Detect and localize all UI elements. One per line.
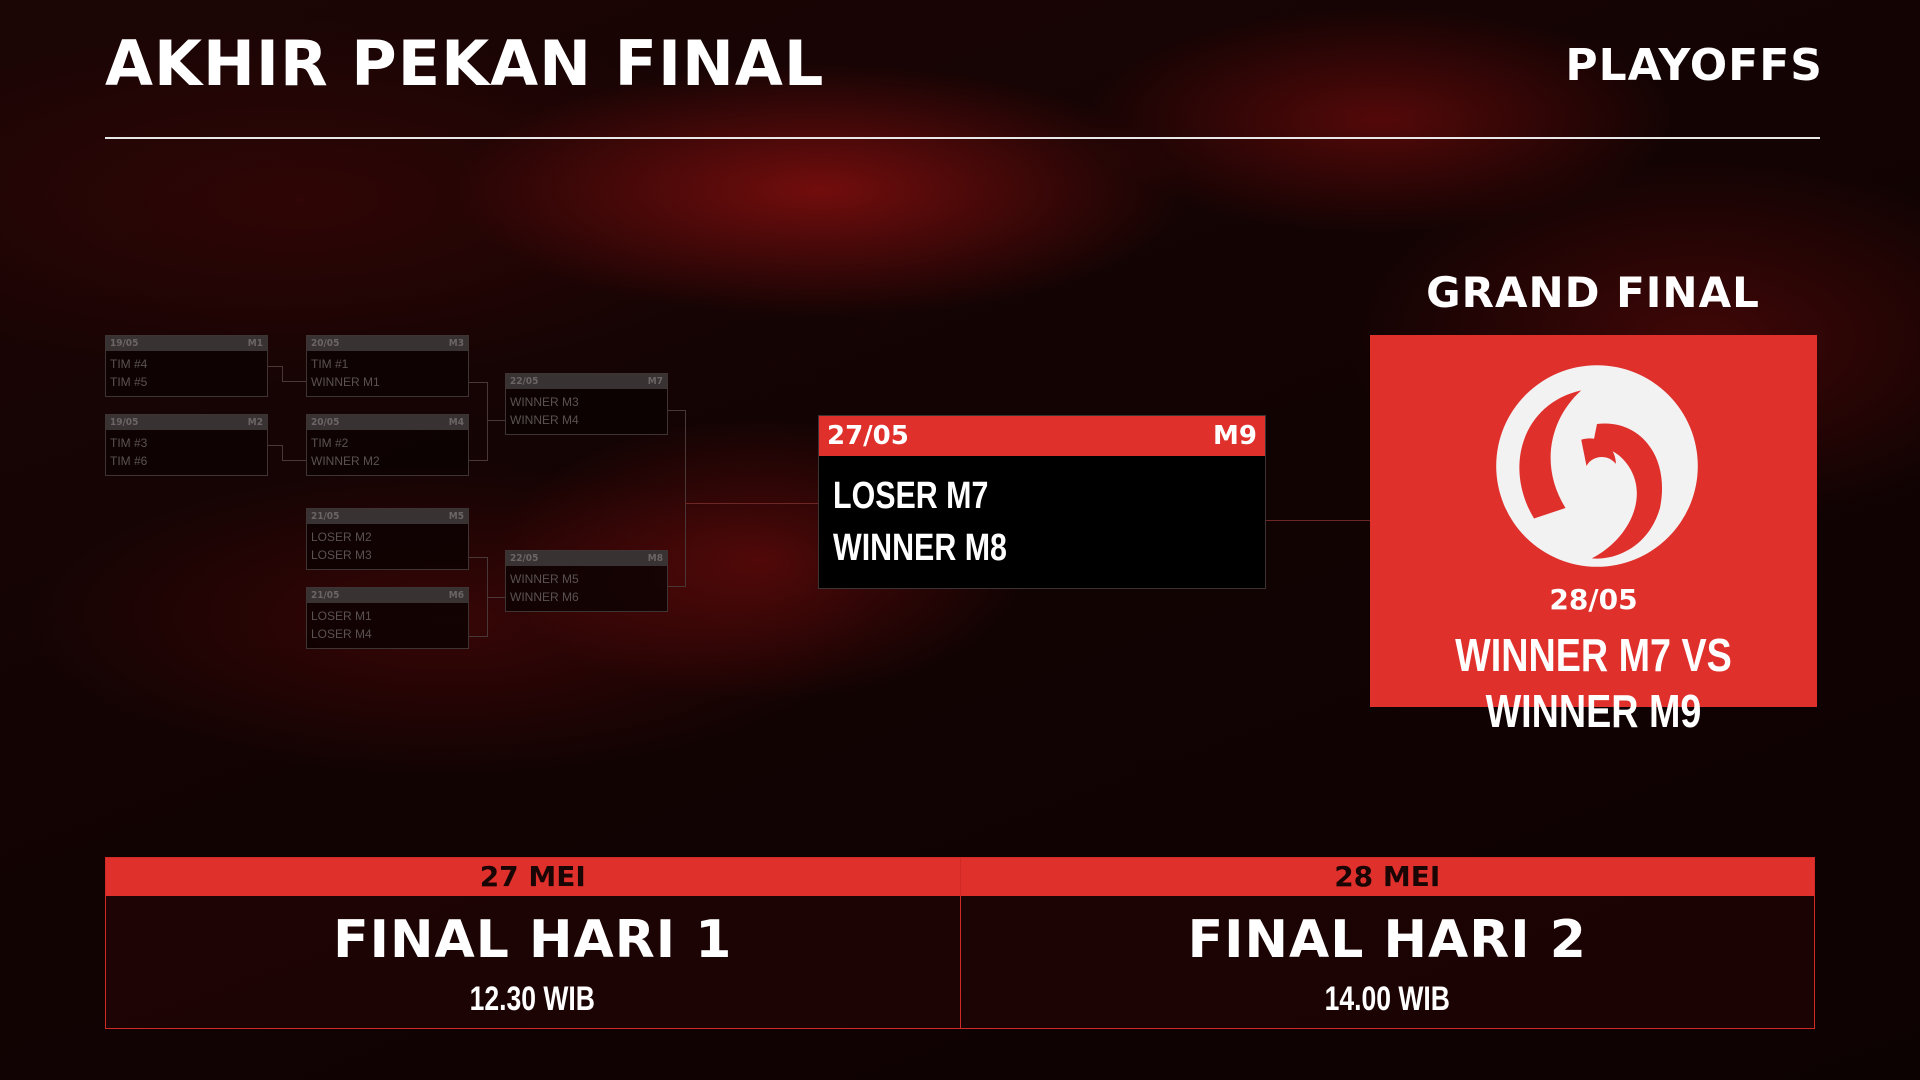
match-id: M4 bbox=[448, 417, 464, 428]
match-date: 20/05 bbox=[311, 417, 340, 428]
day-time: 12.30 WIB bbox=[470, 980, 596, 1018]
match-id: M7 bbox=[647, 376, 663, 387]
grand-final-title: GRAND FINAL bbox=[1426, 268, 1760, 317]
match-date: 21/05 bbox=[311, 590, 340, 601]
match-id: M1 bbox=[247, 338, 263, 349]
day-date: 27 MEI bbox=[106, 858, 960, 896]
team-slot: TIM #1 bbox=[311, 357, 349, 371]
team-slot: LOSER M3 bbox=[311, 548, 372, 562]
match-card-m5[interactable]: 21/05 M5 LOSER M2 LOSER M3 bbox=[306, 508, 469, 570]
match-date: 19/05 bbox=[110, 338, 139, 349]
day-time: 14.00 WIB bbox=[1324, 980, 1450, 1018]
schedule-day-1[interactable]: 27 MEI FINAL HARI 1 12.30 WIB bbox=[105, 857, 961, 1029]
schedule-day-2[interactable]: 28 MEI FINAL HARI 2 14.00 WIB bbox=[960, 857, 1815, 1029]
grand-final-matchup: WINNER M7 VS WINNER M9 bbox=[1455, 629, 1732, 737]
match-date: 22/05 bbox=[510, 553, 539, 564]
match-card-m7[interactable]: 22/05 M7 WINNER M3 WINNER M4 bbox=[505, 373, 668, 435]
team-slot: WINNER M6 bbox=[510, 590, 579, 604]
team-slot: LOSER M7 bbox=[833, 475, 989, 517]
day-date: 28 MEI bbox=[960, 858, 1814, 896]
match-card-m4[interactable]: 20/05 M4 TIM #2 WINNER M2 bbox=[306, 414, 469, 476]
playoffs-logo: PLAYOFFS bbox=[1565, 40, 1823, 91]
header-divider bbox=[105, 137, 1820, 139]
match-card-m8[interactable]: 22/05 M8 WINNER M5 WINNER M6 bbox=[505, 550, 668, 612]
match-card-m2[interactable]: 19/05 M2 TIM #3 TIM #6 bbox=[105, 414, 268, 476]
match-id: M6 bbox=[448, 590, 464, 601]
team-slot: WINNER M5 bbox=[510, 572, 579, 586]
team-slot: LOSER M2 bbox=[311, 530, 372, 544]
match-id: M8 bbox=[647, 553, 663, 564]
match-card-m9[interactable]: 27/05 M9 LOSER M7 WINNER M8 bbox=[818, 415, 1266, 589]
match-date: 27/05 bbox=[827, 421, 909, 451]
day-name: FINAL HARI 1 bbox=[333, 910, 733, 970]
team-slot: WINNER M2 bbox=[311, 454, 380, 468]
team-slot: TIM #3 bbox=[110, 436, 148, 450]
league-logo-icon bbox=[1496, 365, 1698, 567]
schedule-panel: 27 MEI FINAL HARI 1 12.30 WIB 28 MEI FIN… bbox=[105, 857, 1815, 1029]
match-card-m3[interactable]: 20/05 M3 TIM #1 WINNER M1 bbox=[306, 335, 469, 397]
page-title: AKHIR PEKAN FINAL bbox=[105, 27, 825, 100]
day-name: FINAL HARI 2 bbox=[1187, 910, 1587, 970]
match-card-m6[interactable]: 21/05 M6 LOSER M1 LOSER M4 bbox=[306, 587, 469, 649]
team-slot: TIM #4 bbox=[110, 357, 148, 371]
team-slot: TIM #6 bbox=[110, 454, 148, 468]
match-date: 20/05 bbox=[311, 338, 340, 349]
team-slot: TIM #5 bbox=[110, 375, 148, 389]
match-date: 19/05 bbox=[110, 417, 139, 428]
team-slot: WINNER M8 bbox=[833, 527, 1007, 569]
team-slot: TIM #2 bbox=[311, 436, 349, 450]
match-id: M5 bbox=[448, 511, 464, 522]
grand-final-date: 28/05 bbox=[1549, 583, 1638, 616]
match-id: M3 bbox=[448, 338, 464, 349]
team-slot: WINNER M1 bbox=[311, 375, 380, 389]
match-card-m1[interactable]: 19/05 M1 TIM #4 TIM #5 bbox=[105, 335, 268, 397]
grand-final-card[interactable]: 28/05 WINNER M7 VS WINNER M9 bbox=[1370, 335, 1817, 737]
team-slot: WINNER M4 bbox=[510, 413, 579, 427]
team-slot: LOSER M1 bbox=[311, 609, 372, 623]
match-id: M2 bbox=[247, 417, 263, 428]
match-id: M9 bbox=[1213, 421, 1257, 451]
team-slot: LOSER M4 bbox=[311, 627, 372, 641]
team-slot: WINNER M3 bbox=[510, 395, 579, 409]
match-date: 22/05 bbox=[510, 376, 539, 387]
match-date: 21/05 bbox=[311, 511, 340, 522]
